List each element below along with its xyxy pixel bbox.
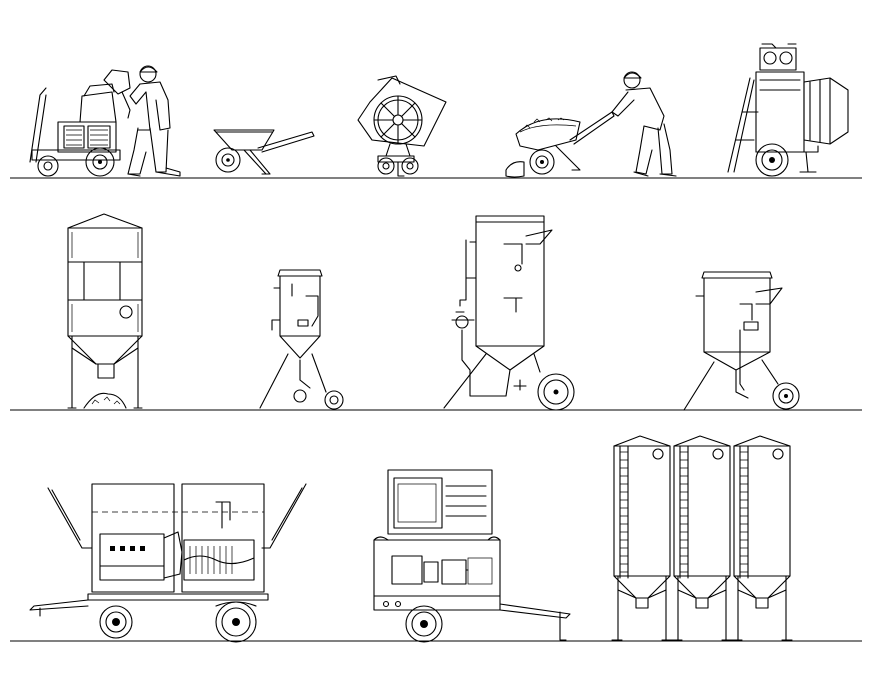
wheelbarrow-icon — [213, 129, 315, 175]
worker-pushing-wheelbarrow-icon — [505, 71, 677, 178]
silo-unit-2 — [671, 435, 733, 641]
plaster-machine-with-worker-icon — [29, 65, 181, 177]
small-sandblast-pot-icon — [259, 269, 344, 410]
medium-sandblast-pot-icon — [683, 271, 800, 411]
storage-silo-icon — [67, 213, 143, 409]
towed-generator-trailer-icon — [29, 483, 307, 643]
mobile-compressor-trailer-icon — [373, 469, 571, 643]
silo-unit-3 — [731, 435, 793, 641]
triple-cement-silo-icon — [611, 435, 793, 641]
tilting-drum-mixer-icon — [357, 75, 447, 177]
silo-unit-1 — [611, 435, 673, 641]
large-sandblast-pot-icon — [443, 215, 575, 411]
drum-concrete-mixer-icon — [727, 43, 849, 177]
